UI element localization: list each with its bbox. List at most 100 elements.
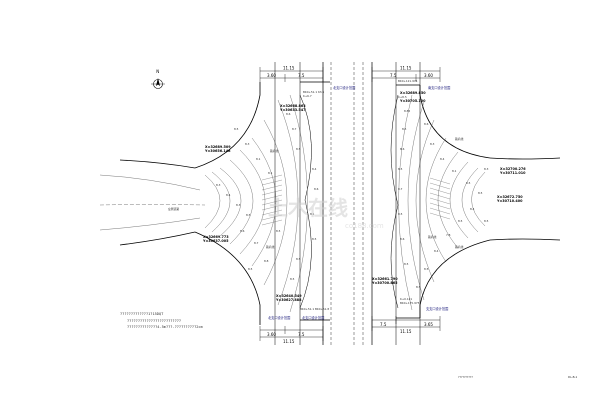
right-elev: 8.6 [400,147,405,151]
left-elev: 8.6 [286,112,291,116]
note-line-3: ??????????????4.5m???.??????????2cm [127,325,203,329]
left-elev: 8.5 [276,229,281,233]
right-coord-4-y: Y=30700.865 [371,281,398,285]
left-elev: 8.5 [296,147,301,151]
right-coord-2-y: Y=30711.010 [499,171,526,175]
left-coord-1-y: Y=30633.547 [279,108,306,112]
right-elev: 8.3 [430,142,435,146]
left-top-label-1: 北支口设计范围 [333,85,355,90]
left-top-dim-total: 11.15 [283,66,295,71]
right-elev: 8.4 [440,157,445,161]
left-coord-3-x: X=32669.773 [203,235,229,239]
left-bottom-dim-b: 7.5 [298,332,305,337]
right-top-label-3: K+8.5 [398,95,407,99]
main-road-right [362,62,421,345]
sheet-number: DL-B-1 [568,375,578,379]
left-coord-4-y: Y=30627.888 [275,298,302,302]
right-coord-4-x: X=32661.790 [372,277,398,281]
left-elev: 8.5 [290,277,295,281]
left-annotations: 北支口设计范围 BK0+51.1 63.5 K+6.7 北支口设计范围 北支口设… [168,85,355,320]
note-line-1: ?????????????1?15DQT [120,312,164,316]
right-corner-label-3: 路肩线 [428,235,437,239]
left-elev: 8.7 [254,241,259,245]
right-elev: 8.5 [424,267,429,271]
left-top-label-2: BK0+51.1 63.5 [303,90,324,94]
left-elev: 8.3 [216,183,221,187]
right-dimension-texts: 11.15 7.5 3.60 7.5 3.65 11.15 [380,66,433,335]
left-coord-2-x: X=32689.509 [205,145,231,149]
left-elev: 8.4 [226,193,231,197]
left-elev: 8.5 [234,127,239,131]
right-elev: 8.85 [404,109,410,113]
left-corner-label-1: 路肩线 [270,149,279,153]
left-bottom-label-1: 北支口设计范围 [268,315,290,320]
left-elev: 8.6 [314,187,319,191]
left-bottom-dim-a: 3.60 [267,332,276,337]
right-elev: 7.8 [446,233,451,237]
left-top-label-3: K+6.7 [303,94,312,98]
right-intersection-curbs [390,84,561,319]
left-coord-4-x: X=32640.549 [276,294,302,298]
right-coord-1-x: X=32689.850 [400,91,426,95]
left-coord-3-y: Y=30637.005 [202,239,229,243]
north-arrow-icon: N [151,69,165,89]
left-intersection-curbs [119,81,330,325]
right-elev: 8.5 [458,219,463,223]
right-elev: 8.5 [398,167,403,171]
right-elev: 8.3 [484,167,489,171]
left-coord-2-y: Y=30656.148 [204,149,231,153]
right-elev: 8.5 [402,127,407,131]
left-elev: 8.1 [310,212,315,216]
dimension-lines [259,67,441,341]
left-elev: 8.3 [236,203,241,207]
left-side-road-label: 左侧道路 [168,207,179,211]
right-top-label-1: 南支口设计范围 [428,85,450,90]
right-elev: 8.6 [424,122,429,126]
left-hatch [261,174,283,226]
left-elev: 8.5 [246,213,251,217]
right-coord-2-x: X=32700.276 [500,167,526,171]
right-bottom-dim-b: 3.65 [424,322,433,327]
right-annotations: 南支口设计范围 BK0+121.975 K+8.5 支支口设计范围 K+0.12… [371,79,526,311]
right-elev: 8.5 [466,181,471,185]
right-top-dim-a: 7.5 [390,73,397,78]
right-elev: 8.5 [404,262,409,266]
right-bottom-label-3: BK0+175.975 [400,301,420,305]
right-top-label-2: BK0+121.975 [398,79,418,83]
main-road-left [274,62,355,345]
right-elevation-labels: 8.85 8.5 8.6 8.5 8.7 8.5 8.6 8.5 8.6 8.3… [398,109,489,289]
right-elev: 8.5 [416,285,421,289]
watermark-url: co188.com [345,222,384,230]
right-coord-3-x: X=32672.750 [497,195,523,199]
left-side-road [99,174,206,231]
left-top-dim-b: 7.5 [298,73,305,78]
left-coord-1-x: X=32668.863 [280,104,306,108]
right-elev: 8.7 [398,187,403,191]
left-top-dim-a: 3.60 [267,73,276,78]
left-elev: 8.1 [268,171,273,175]
left-bottom-label-3: BK0+51.1 BK0+51.8 [300,307,329,311]
left-elev: 8.3 [245,142,250,146]
left-elev: 8.8 [264,259,269,263]
right-corner-label-2: 路肩线 [455,245,464,249]
right-hatch [429,177,451,220]
left-elev: 8.7 [292,127,297,131]
right-top-dim-total: 11.15 [400,66,412,71]
right-elev: 8.5 [478,191,483,195]
right-elev: 8.6 [400,237,405,241]
bottom-caption: ?????????? [458,375,473,379]
note-line-2: ????????????????????????? [127,319,182,323]
left-elev: 8.5 [248,267,253,271]
left-dimension-texts: 11.15 3.60 7.5 3.60 7.5 11.15 [267,66,305,345]
right-elev: 8.4 [470,207,475,211]
right-contours [398,94,486,311]
left-bottom-label-2: 北支口设计范围 [302,315,324,320]
left-elev: 8.5 [312,237,317,241]
left-elev: 8.1 [256,157,261,161]
right-elev: 8.1 [452,169,457,173]
left-elev: 8.5 [296,257,301,261]
left-elev: 8.4 [312,167,317,171]
right-bottom-label-1: 支支口设计范围 [426,306,448,311]
